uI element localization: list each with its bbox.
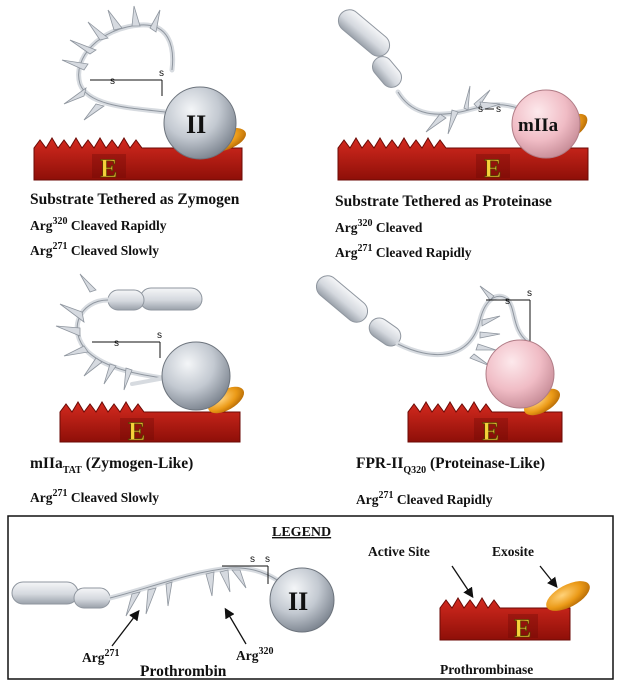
- enzyme-letter: E: [484, 154, 501, 183]
- disulfide-s2: s: [159, 68, 164, 79]
- sphere-label: mIIa: [518, 115, 559, 136]
- proteinase-like-sphere: [486, 340, 554, 408]
- panel-line-1: Arg271 Cleaved Rapidly: [356, 490, 493, 507]
- legend-prothrombin-label: Prothrombin: [140, 663, 227, 680]
- legend-title: LEGEND: [272, 525, 331, 540]
- panel-title: Substrate Tethered as Zymogen: [30, 191, 240, 208]
- disulfide-s1: s: [478, 104, 483, 115]
- disulfide-s2: s: [527, 288, 532, 299]
- legend-exosite: Exosite: [492, 544, 534, 559]
- fragment-domains: [312, 271, 405, 350]
- panel-fpr-ii: E s s FPR-IIQ320 (Proteinase-Like) Arg27…: [312, 271, 564, 507]
- disulfide-s1: s: [110, 76, 115, 87]
- disulfide-s2: s: [496, 104, 501, 115]
- panel-line-1: Arg271 Cleaved Slowly: [30, 488, 159, 505]
- disulfide-s1: s: [250, 554, 255, 565]
- panel-title: Substrate Tethered as Proteinase: [335, 193, 552, 210]
- panel-proteinase: E s s mIIa Substrate Tethered as Protein…: [334, 5, 592, 260]
- panel-line-2: Arg271 Cleaved Slowly: [30, 241, 159, 258]
- disulfide-s2: s: [157, 330, 162, 341]
- fragment-domains: [334, 5, 406, 91]
- panel-title: mIIaTAT (Zymogen-Like): [30, 455, 193, 476]
- panel-zymogen: E s s II Substrate Tethered as Zymogen A…: [30, 6, 249, 258]
- panel-line-1: Arg320 Cleaved Rapidly: [30, 216, 167, 233]
- disulfide-s1: s: [114, 338, 119, 349]
- legend-prothrombinase-label: Prothrombinase: [440, 662, 533, 677]
- legend-active-site: Active Site: [368, 544, 430, 559]
- fragment-domains: [108, 288, 202, 310]
- sphere-label: II: [288, 587, 308, 616]
- zymogen-like-sphere: [162, 342, 230, 410]
- panel-miia-tat: E s s mIIaTAT (Zymogen-Like) Arg271 Clea…: [30, 274, 248, 505]
- enzyme-letter: E: [100, 154, 117, 183]
- enzyme-letter: E: [514, 614, 531, 643]
- enzyme-letter: E: [128, 417, 145, 446]
- disulfide-s2: s: [265, 554, 270, 565]
- enzyme-letter: E: [482, 417, 499, 446]
- disulfide-s1: s: [505, 296, 510, 307]
- panel-line-2: Arg271 Cleaved Rapidly: [335, 243, 472, 260]
- sphere-label: II: [186, 110, 206, 139]
- panel-line-1: Arg320 Cleaved: [335, 218, 423, 235]
- panel-title: FPR-IIQ320 (Proteinase-Like): [356, 455, 545, 476]
- legend-box: LEGEND s s II Arg271 Arg320: [8, 516, 613, 680]
